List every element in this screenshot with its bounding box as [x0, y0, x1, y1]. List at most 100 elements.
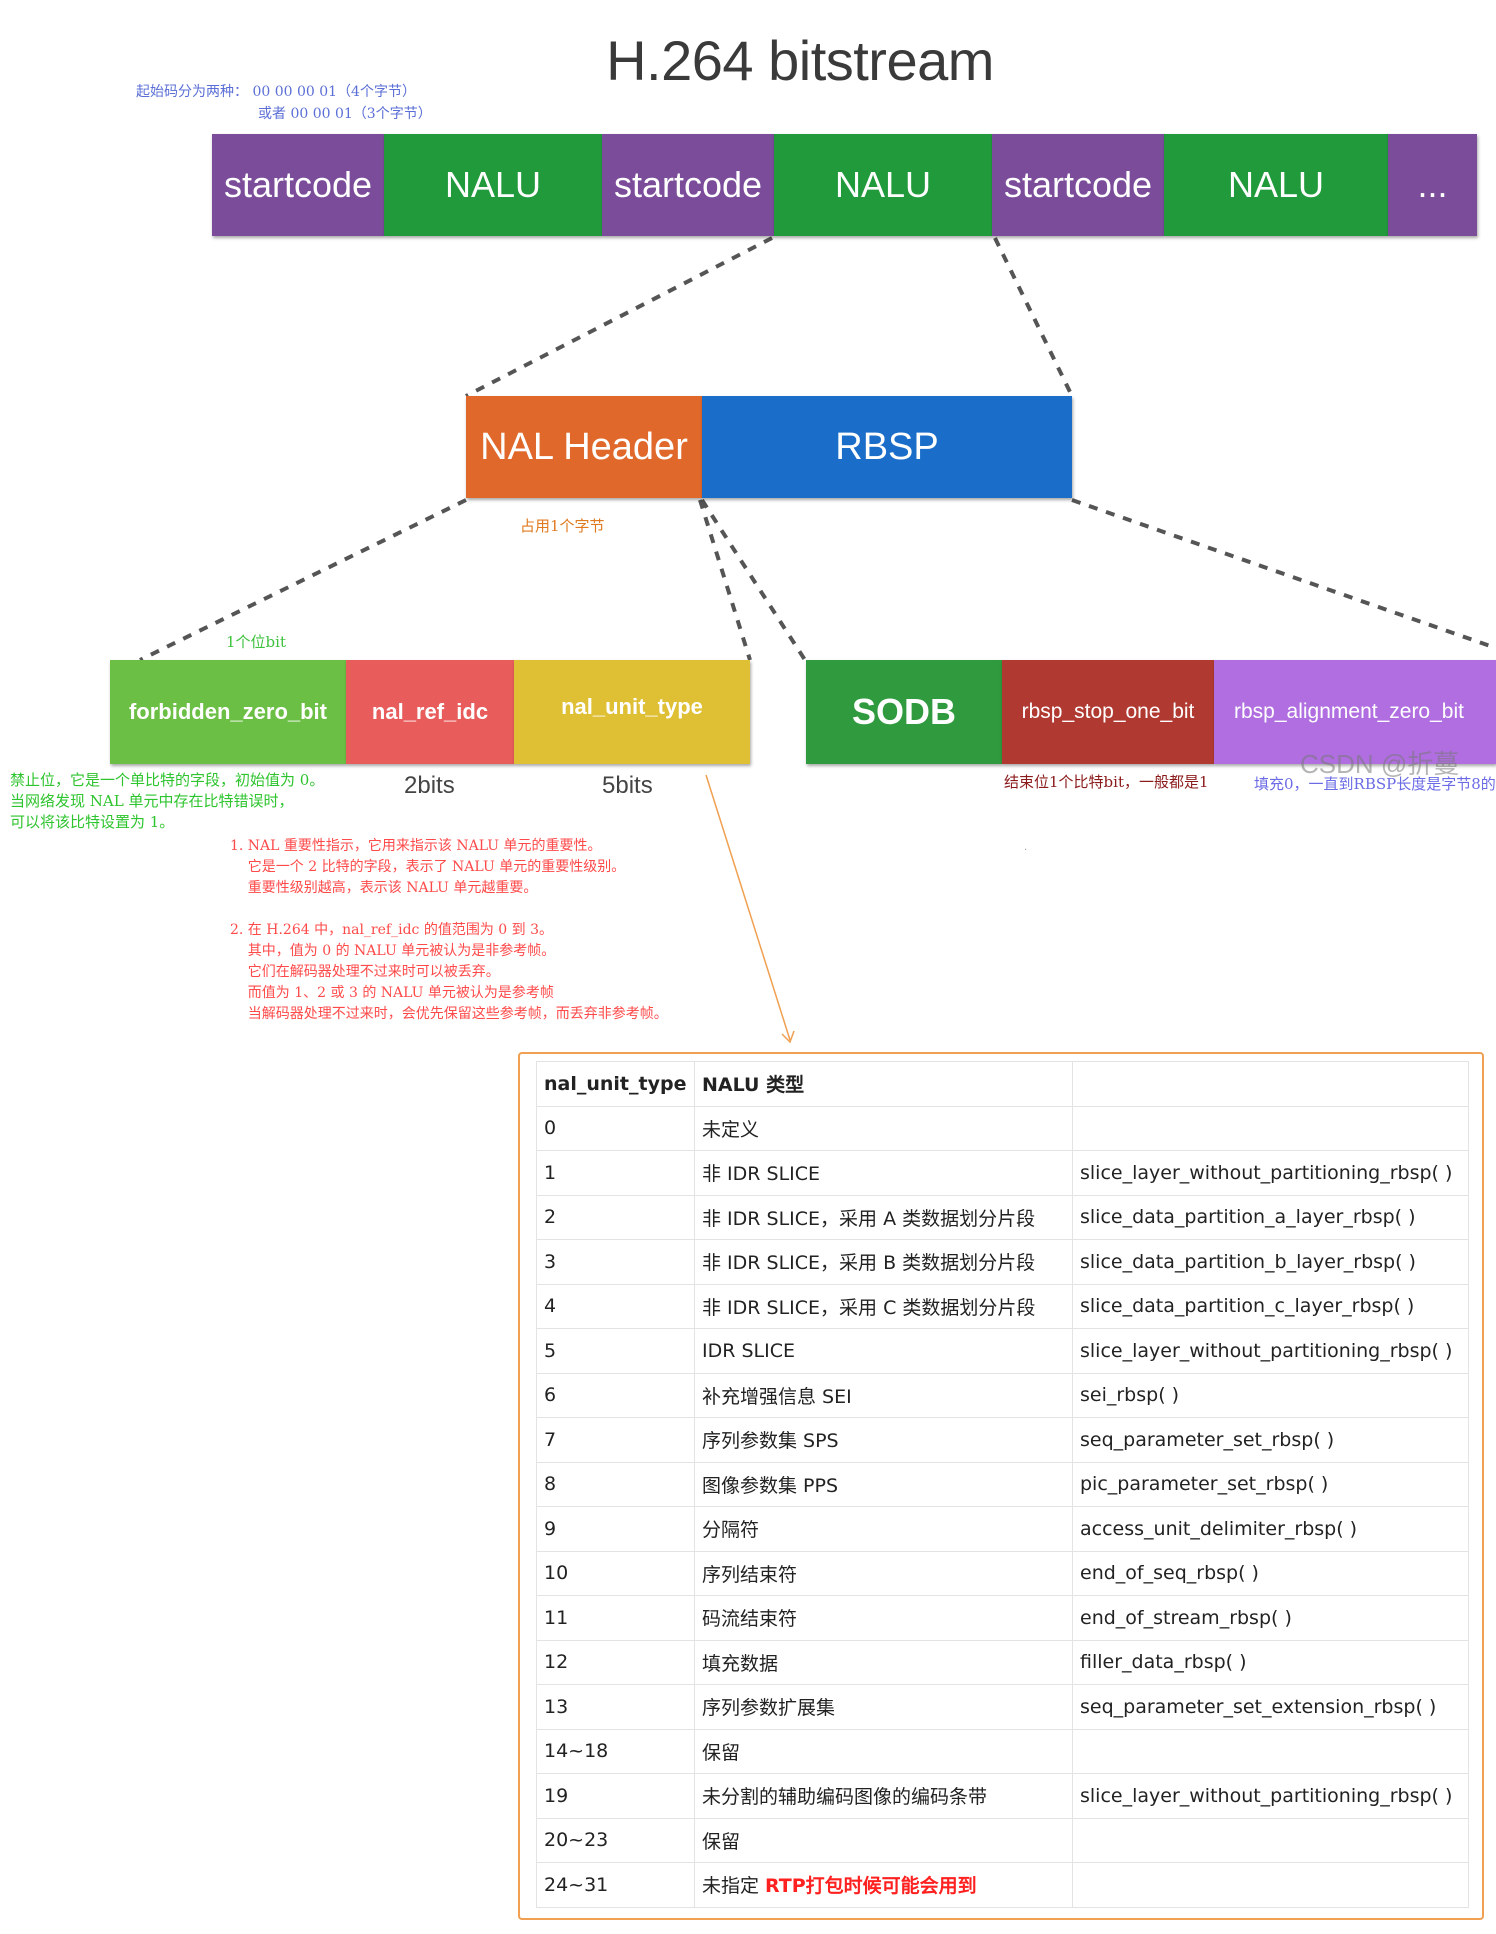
table-cell: 8 [536, 1461, 695, 1507]
rtp-note: RTP打包时候可能会用到 [765, 1875, 977, 1898]
arrow-head [781, 1030, 795, 1044]
table-cell-text: 保留 [702, 1741, 741, 1764]
connector-header-left [139, 498, 467, 662]
ellipsis-block: ... [1388, 134, 1477, 236]
table-cell: 补充增强信息 SEI [694, 1372, 1073, 1418]
table-row: 6 补充增强信息 SEI sei_rbsp( ) [536, 1372, 1469, 1418]
ref-idc-note-line: 当解码器处理不过来时，会优先保留这些参考帧，而丢弃非参考帧。 [230, 1006, 668, 1022]
table-cell: filler_data_rbsp( ) [1072, 1639, 1469, 1685]
table-cell-text: 14~18 [544, 1740, 609, 1763]
table-cell: seq_parameter_set_rbsp( ) [1072, 1417, 1469, 1463]
table-cell: seq_parameter_set_extension_rbsp( ) [1072, 1684, 1469, 1730]
table-cell-text: slice_layer_without_partitioning_rbsp( ) [1080, 1161, 1453, 1184]
forbidden-bit-note: 禁止位，它是一个单比特的字段，初始值为 0。 当网络发现 NAL 单元中存在比特… [10, 770, 324, 833]
unit-type-size-label: 5bits [602, 772, 653, 799]
nalu-block-2: NALU [774, 134, 992, 236]
table-cell-text: 12 [544, 1651, 569, 1674]
table-cell: 3 [536, 1239, 695, 1285]
table-cell-text: seq_parameter_set_rbsp( ) [1080, 1428, 1335, 1451]
table-cell: 14~18 [536, 1728, 695, 1774]
table-cell-text: pic_parameter_set_rbsp( ) [1080, 1473, 1329, 1496]
table-cell-text: 8 [544, 1473, 557, 1496]
table-cell-text: 19 [544, 1784, 569, 1807]
table-cell: 4 [536, 1283, 695, 1329]
connector-rbsp-left [700, 498, 807, 662]
table-cell: 非 IDR SLICE，采用 A 类数据划分片段 [694, 1194, 1073, 1240]
table-cell: end_of_stream_rbsp( ) [1072, 1595, 1469, 1641]
table-cell-text: 13 [544, 1695, 569, 1718]
table-cell-text: 10 [544, 1562, 569, 1585]
table-cell: 1 [536, 1150, 695, 1196]
table-cell-text: 7 [544, 1428, 557, 1451]
table-cell-text: 6 [544, 1384, 557, 1407]
table-cell-text: access_unit_delimiter_rbsp( ) [1080, 1517, 1358, 1540]
table-cell: sei_rbsp( ) [1072, 1372, 1469, 1418]
nalu-structure: NAL Header RBSP [466, 396, 1072, 498]
forbidden-note-line: 禁止位，它是一个单比特的字段，初始值为 0。 [10, 771, 325, 789]
startcode-block-3: startcode [992, 134, 1164, 236]
table-cell-text: 非 IDR SLICE [702, 1163, 821, 1186]
table-cell: 24~31 [536, 1862, 695, 1908]
table-cell-text: 20~23 [544, 1829, 609, 1852]
table-header-cell: nal_unit_type [536, 1061, 695, 1107]
table-cell: 20~23 [536, 1817, 695, 1863]
table-cell: 9 [536, 1506, 695, 1552]
arrow-line [705, 774, 791, 1041]
ref-idc-size-label: 2bits [404, 772, 455, 799]
table-cell: 未定义 [694, 1105, 1073, 1151]
rbsp-block: RBSP [702, 396, 1072, 498]
ref-idc-note-line: 而值为 1、2 或 3 的 NALU 单元被认为是参考帧 [230, 985, 554, 1001]
table-cell: 分隔符 [694, 1506, 1073, 1552]
nal-ref-idc-block: nal_ref_idc [346, 660, 514, 764]
ref-idc-note-line: 其中，值为 0 的 NALU 单元被认为是非参考帧。 [230, 943, 556, 959]
table-cell-text: 非 IDR SLICE，采用 B 类数据划分片段 [702, 1252, 1036, 1275]
table-cell: end_of_seq_rbsp( ) [1072, 1550, 1469, 1596]
table-cell-text: slice_layer_without_partitioning_rbsp( ) [1080, 1784, 1453, 1807]
table-cell-text: 非 IDR SLICE，采用 C 类数据划分片段 [702, 1296, 1036, 1319]
table-cell: 序列参数扩展集 [694, 1684, 1073, 1730]
table-cell: 11 [536, 1595, 695, 1641]
table-cell-text: 序列参数集 SPS [702, 1430, 839, 1453]
sodb-block: SODB [806, 660, 1002, 764]
table-cell-text: slice_data_partition_c_layer_rbsp( ) [1080, 1295, 1415, 1318]
stop-bit-note: 结束位1个比特bit，一般都是1 [1004, 773, 1209, 791]
table-cell-text: 1 [544, 1161, 557, 1184]
table-row: 12 填充数据 filler_data_rbsp( ) [536, 1639, 1469, 1685]
table-cell-text: end_of_stream_rbsp( ) [1080, 1606, 1292, 1629]
table-cell-text: 非 IDR SLICE，采用 A 类数据划分片段 [702, 1207, 1036, 1230]
ref-idc-note-line: 它是一个 2 比特的字段，表示了 NALU 单元的重要性级别。 [230, 859, 626, 875]
forbidden-note-line: 可以将该比特设置为 1。 [10, 813, 175, 831]
table-cell-text: 3 [544, 1250, 557, 1273]
table-cell: slice_data_partition_c_layer_rbsp( ) [1072, 1283, 1469, 1329]
table-cell-text: 保留 [702, 1830, 741, 1853]
table-cell: 填充数据 [694, 1639, 1073, 1685]
table-cell: access_unit_delimiter_rbsp( ) [1072, 1506, 1469, 1552]
table-cell-text: 未指定 [702, 1875, 760, 1898]
table-cell: 6 [536, 1372, 695, 1418]
page-title: H.264 bitstream [606, 29, 994, 92]
table-cell: slice_layer_without_partitioning_rbsp( ) [1072, 1328, 1469, 1374]
startcode-note-line1: 起始码分为两种： 00 00 00 01（4个字节） [136, 84, 416, 100]
table-cell-text: filler_data_rbsp( ) [1080, 1651, 1247, 1674]
table-row: 4 非 IDR SLICE，采用 C 类数据划分片段 slice_data_part… [536, 1283, 1469, 1329]
table-cell-text: 5 [544, 1339, 557, 1362]
connector-nalu-right [993, 237, 1074, 397]
watermark: CSDN @折蔓 [1300, 749, 1460, 779]
table-row: 1 非 IDR SLICE slice_layer_without_partitio… [536, 1150, 1469, 1196]
forbidden-size-note: 1个位bit [226, 633, 286, 651]
table-cell-text: 补充增强信息 SEI [702, 1385, 852, 1408]
table-cell: 序列参数集 SPS [694, 1417, 1073, 1463]
table-cell [1072, 1728, 1469, 1774]
table-row: 3 非 IDR SLICE，采用 B 类数据划分片段 slice_data_part… [536, 1239, 1469, 1285]
table-cell: slice_data_partition_b_layer_rbsp( ) [1072, 1239, 1469, 1285]
table-cell: 19 [536, 1773, 695, 1819]
table-cell: 码流结束符 [694, 1595, 1073, 1641]
table-cell-text: 2 [544, 1206, 557, 1229]
table-cell: 12 [536, 1639, 695, 1685]
